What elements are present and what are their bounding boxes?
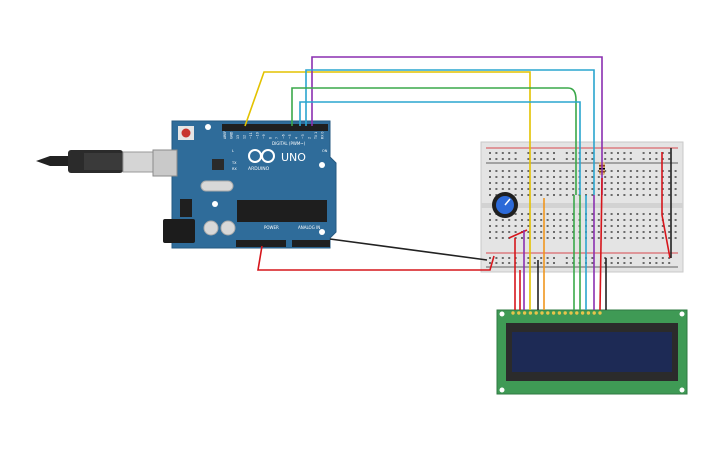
digital-pin-label: ~9 xyxy=(262,134,266,139)
digital-pin-label: RX 0 xyxy=(321,132,325,139)
digital-pin-label: ~5 xyxy=(288,134,292,139)
digital-pin-label: ~11 xyxy=(249,132,253,139)
usb-cable[interactable] xyxy=(36,150,154,173)
lcd-pin[interactable] xyxy=(586,311,591,315)
atmega-chip xyxy=(237,200,327,222)
lcd-pin[interactable] xyxy=(557,311,562,315)
arduino-logo-icon xyxy=(248,149,275,163)
on-label: ON xyxy=(322,149,328,153)
analog-header-label: ANALOG IN xyxy=(298,225,320,230)
tx-label: TX xyxy=(231,161,237,165)
wire xyxy=(329,238,488,261)
lcd-pin[interactable] xyxy=(517,311,521,315)
wire xyxy=(661,152,671,259)
digital-pin-label: AREF xyxy=(223,131,227,139)
wire xyxy=(257,245,495,271)
digital-pin-label: 2 xyxy=(308,137,312,139)
digital-header xyxy=(222,124,328,131)
lcd-pin[interactable] xyxy=(569,311,573,315)
wire xyxy=(244,71,531,245)
rx-label: RX xyxy=(232,167,237,171)
arduino-uno-board[interactable]: UNO ARDUINO DIGITAL (PWM~) POWER ANALOG … xyxy=(152,120,337,249)
digital-pin-label: 4 xyxy=(295,137,299,139)
wire xyxy=(311,56,603,195)
lcd-pin[interactable] xyxy=(551,311,556,315)
wire xyxy=(299,101,581,195)
analog-header xyxy=(292,240,330,247)
digital-header-label: DIGITAL (PWM~) xyxy=(272,141,306,146)
wire xyxy=(599,177,603,311)
lcd-pin[interactable] xyxy=(546,311,550,315)
lcd-pin[interactable] xyxy=(598,311,602,315)
lcd-pin[interactable] xyxy=(522,311,527,315)
lcd-pin[interactable] xyxy=(540,311,544,315)
brand-text: ARDUINO xyxy=(248,166,270,172)
lcd-pin[interactable] xyxy=(563,311,567,315)
digital-pin-label: ~3 xyxy=(301,134,305,139)
lcd-pin[interactable] xyxy=(580,311,585,315)
digital-pin-label: 13 xyxy=(236,135,240,139)
wires xyxy=(244,56,672,311)
potentiometer[interactable] xyxy=(492,192,518,218)
wire xyxy=(291,87,577,195)
power-header-label: POWER xyxy=(264,225,279,230)
lcd-screen xyxy=(512,332,672,372)
lcd-pin[interactable] xyxy=(511,311,515,315)
digital-pin-label: GND xyxy=(230,131,234,139)
lcd-pin[interactable] xyxy=(575,311,579,315)
digital-pin-label: TX 1 xyxy=(314,132,318,140)
digital-pin-label: 8 xyxy=(269,137,273,139)
l-label: L xyxy=(232,149,234,153)
power-header xyxy=(236,240,286,247)
wire xyxy=(305,69,595,195)
lcd-pin[interactable] xyxy=(592,311,596,315)
lcd-pin[interactable] xyxy=(534,311,538,315)
digital-pin-label: 7 xyxy=(275,137,279,139)
digital-pin-label: ~10 xyxy=(256,132,260,139)
lcd-pin[interactable] xyxy=(528,311,533,315)
digital-pin-label: ~6 xyxy=(282,134,286,139)
digital-pin-label: 12 xyxy=(243,135,247,139)
lcd-16x2-display[interactable] xyxy=(496,309,688,395)
model-text: UNO xyxy=(281,151,306,164)
